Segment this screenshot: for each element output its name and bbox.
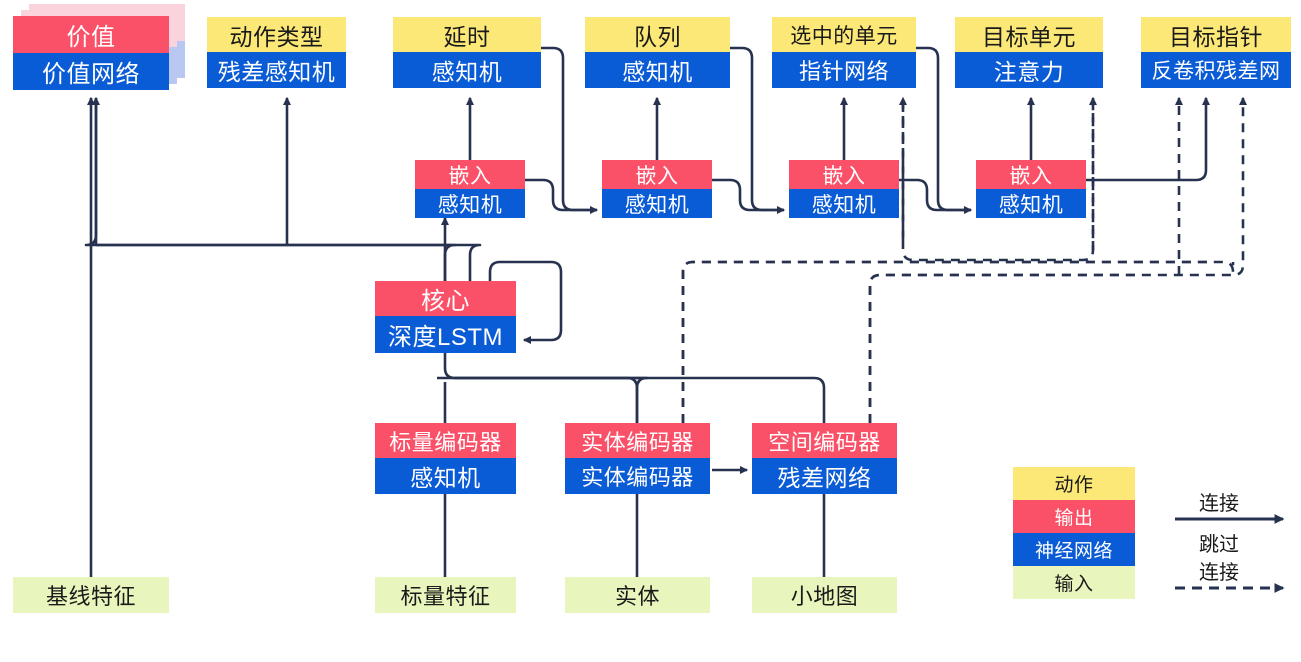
wire-skip-entity-top-bus: [681, 260, 1214, 423]
wire-entityenc-to-bus: [437, 376, 649, 423]
entity-encoder[interactable]: 实体编码器 实体编码器: [565, 423, 710, 494]
legend-swatch-network: 神经网络: [1013, 533, 1135, 566]
scalar-encoder-output-label: 标量编码器: [375, 423, 516, 458]
wire-embedding3-to-embedding4: [899, 178, 971, 212]
wire-embedding1-to-embedding2: [525, 178, 597, 212]
legend: 动作 输出 神经网络 输入: [1013, 467, 1135, 599]
scalar-encoder[interactable]: 标量编码器 感知机: [375, 423, 516, 494]
spatial-encoder[interactable]: 空间编码器 残差网络: [752, 423, 897, 494]
target-unit-head-action-label: 目标单元: [955, 17, 1103, 52]
target-point-head-action-label: 目标指针: [1141, 17, 1291, 52]
core-output-label: 核心: [375, 281, 516, 316]
input-scalar-features-label: 标量特征: [375, 577, 516, 613]
legend-swatch-input: 输入: [1013, 566, 1135, 599]
input-baseline-features[interactable]: 基线特征: [13, 577, 169, 613]
wire-spatialenc-to-bus: [455, 376, 826, 423]
embedding-target-unit[interactable]: 嵌入 感知机: [976, 160, 1086, 218]
action-type-head-network-label: 残差感知机: [207, 52, 346, 88]
input-entities-label: 实体: [565, 577, 710, 613]
delay-head[interactable]: 延时 感知机: [393, 17, 541, 88]
core-network-label: 深度LSTM: [375, 316, 516, 353]
legend-connection-label: 连接: [1199, 493, 1239, 515]
embedding-queue-output-label: 嵌入: [602, 160, 712, 189]
queue-head-action-label: 队列: [585, 17, 730, 52]
wire-embedding4-to-targetpoint: [1086, 96, 1211, 182]
embedding-target-unit-output-label: 嵌入: [976, 160, 1086, 189]
action-type-head[interactable]: 动作类型 残差感知机: [207, 17, 346, 88]
queue-head-network-label: 感知机: [585, 52, 730, 88]
spatial-encoder-output-label: 空间编码器: [752, 423, 897, 458]
legend-skip-label-line1: 跳过: [1199, 534, 1239, 556]
queue-head[interactable]: 队列 感知机: [585, 17, 730, 88]
target-point-head-network-label: 反卷积残差网: [1141, 52, 1291, 88]
input-minimap[interactable]: 小地图: [752, 577, 897, 613]
input-scalar-features[interactable]: 标量特征: [375, 577, 516, 613]
action-type-head-action-label: 动作类型: [207, 17, 346, 52]
legend-skip-label-line2: 连接: [1199, 562, 1239, 584]
embedding-target-unit-network-label: 感知机: [976, 189, 1086, 218]
input-minimap-label: 小地图: [752, 577, 897, 613]
input-baseline-features-label: 基线特征: [13, 577, 169, 613]
embedding-queue[interactable]: 嵌入 感知机: [602, 160, 712, 218]
entity-encoder-network-label: 实体编码器: [565, 458, 710, 494]
embedding-delay-network-label: 感知机: [415, 189, 525, 218]
wire-embedding2-to-embedding3: [712, 178, 784, 212]
embedding-delay-output-label: 嵌入: [415, 160, 525, 189]
embedding-selected-units-output-label: 嵌入: [789, 160, 899, 189]
wire-skip-entityenc-bus: [681, 260, 1235, 423]
legend-swatch-action: 动作: [1013, 467, 1135, 500]
embedding-delay[interactable]: 嵌入 感知机: [415, 160, 525, 218]
embedding-selected-units[interactable]: 嵌入 感知机: [789, 160, 899, 218]
value-head-action-label: 价值: [13, 16, 169, 53]
target-point-head[interactable]: 目标指针 反卷积残差网: [1141, 17, 1291, 88]
delay-head-network-label: 感知机: [393, 52, 541, 88]
delay-head-action-label: 延时: [393, 17, 541, 52]
core[interactable]: 核心 深度LSTM: [375, 281, 516, 353]
wire-core-left-bus: [84, 98, 457, 281]
legend-swatch-output: 输出: [1013, 500, 1135, 533]
value-head[interactable]: 价值 价值网络: [13, 16, 169, 90]
input-entities[interactable]: 实体: [565, 577, 710, 613]
value-head-network-label: 价值网络: [13, 53, 169, 90]
wire-core-bus-left: [96, 243, 482, 281]
selected-units-head-action-label: 选中的单元: [772, 17, 916, 52]
embedding-selected-units-network-label: 感知机: [789, 189, 899, 218]
selected-units-head-network-label: 指针网络: [772, 52, 916, 88]
wire-skip-spatial-bus: [868, 273, 1140, 423]
target-unit-head[interactable]: 目标单元 注意力: [955, 17, 1103, 88]
target-unit-head-network-label: 注意力: [955, 52, 1103, 88]
wire-skip-spatialenc-to-targetpoint: [868, 96, 1248, 423]
entity-encoder-output-label: 实体编码器: [565, 423, 710, 458]
spatial-encoder-network-label: 残差网络: [752, 458, 897, 494]
scalar-encoder-network-label: 感知机: [375, 458, 516, 494]
embedding-queue-network-label: 感知机: [602, 189, 712, 218]
selected-units-head[interactable]: 选中的单元 指针网络: [772, 17, 916, 88]
